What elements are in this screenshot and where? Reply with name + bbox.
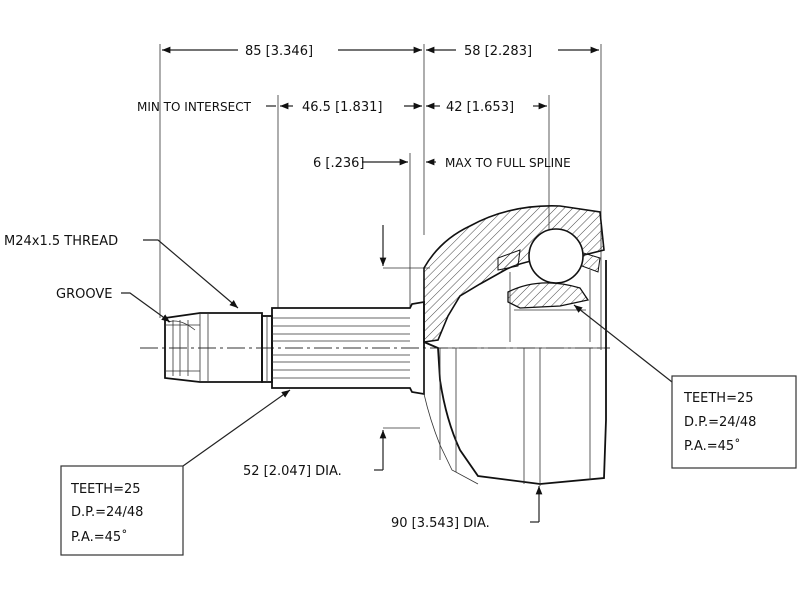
- spec-box-left: TEETH=25 D.P.=24/48 P.A.=45˚: [60, 465, 184, 556]
- leader-lines: [121, 239, 673, 467]
- groove-neck: [261, 315, 273, 383]
- dim-min-to-intersect: MIN TO INTERSECT: [137, 100, 252, 114]
- spec-right-teeth: TEETH=25: [683, 391, 754, 406]
- dim-spline-offset: 6 [.236]: [313, 156, 365, 171]
- spec-right-pa: P.A.=45˚: [684, 438, 741, 454]
- dim-overall-left: 85 [3.346]: [245, 44, 313, 59]
- dim-max-full-spline: MAX TO FULL SPLINE: [445, 156, 571, 170]
- dim-overall-right: 58 [2.283]: [464, 44, 532, 59]
- inner-race: [497, 228, 601, 342]
- thread-callout: M24x1.5 THREAD: [4, 234, 118, 249]
- spec-box-right: TEETH=25 D.P.=24/48 P.A.=45˚: [671, 375, 797, 469]
- spec-right-dp: D.P.=24/48: [684, 415, 756, 430]
- extension-lines: [159, 44, 602, 429]
- ball: [528, 228, 584, 284]
- groove-callout: GROOVE: [56, 287, 112, 302]
- dim-housing-dia: 90 [3.543] DIA.: [391, 516, 490, 531]
- spec-left-dp: D.P.=24/48: [71, 505, 143, 520]
- spec-left-pa: P.A.=45˚: [71, 529, 128, 545]
- dim-intersect-left: 46.5 [1.831]: [302, 100, 382, 115]
- dim-intersect-right: 42 [1.653]: [446, 100, 514, 115]
- spec-left-teeth: TEETH=25: [70, 482, 141, 497]
- dim-shaft-dia: 52 [2.047] DIA.: [243, 464, 342, 479]
- dimension-lines: [162, 46, 599, 523]
- thread-stub: [164, 312, 263, 383]
